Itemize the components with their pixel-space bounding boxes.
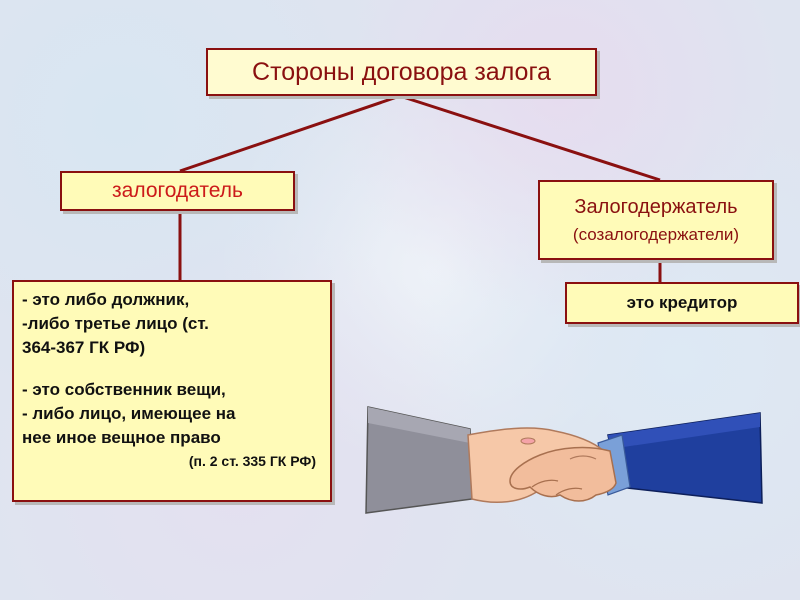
handshake-illustration bbox=[365, 406, 763, 514]
legal-reference: (п. 2 ст. 335 ГК РФ) bbox=[188, 453, 316, 469]
desc-line: - либо лицо, имеющее на bbox=[22, 404, 236, 423]
pledgee-label: Залогодержатель bbox=[574, 195, 738, 218]
pledgee-sublabel: (созалогодержатели) bbox=[572, 224, 740, 244]
pledgee-box: Залогодержатель (созалогодержатели) bbox=[538, 180, 774, 260]
diagram-title: Стороны договора залога bbox=[206, 48, 597, 96]
desc-line: -либо третье лицо (ст. bbox=[22, 314, 209, 333]
pledgor-description: - это либо должник, -либо третье лицо (с… bbox=[12, 280, 332, 502]
pledgor-box: залогодатель bbox=[60, 171, 295, 211]
desc-line: - это либо должник, bbox=[22, 290, 190, 309]
connector-title-to-pledgee bbox=[399, 94, 661, 182]
creditor-label: это кредитор bbox=[626, 293, 738, 312]
desc-line: - это собственник вещи, bbox=[22, 380, 226, 399]
connector-title-to-pledgor bbox=[179, 94, 401, 173]
desc-gap bbox=[22, 360, 322, 378]
desc-line: 364-367 ГК РФ) bbox=[22, 338, 146, 357]
right-hand bbox=[509, 446, 617, 502]
pledgor-label: залогодатель bbox=[112, 179, 243, 202]
pledgee-description: это кредитор bbox=[565, 282, 799, 324]
fingernail bbox=[520, 437, 536, 445]
desc-line: нее иное вещное право bbox=[22, 428, 221, 447]
